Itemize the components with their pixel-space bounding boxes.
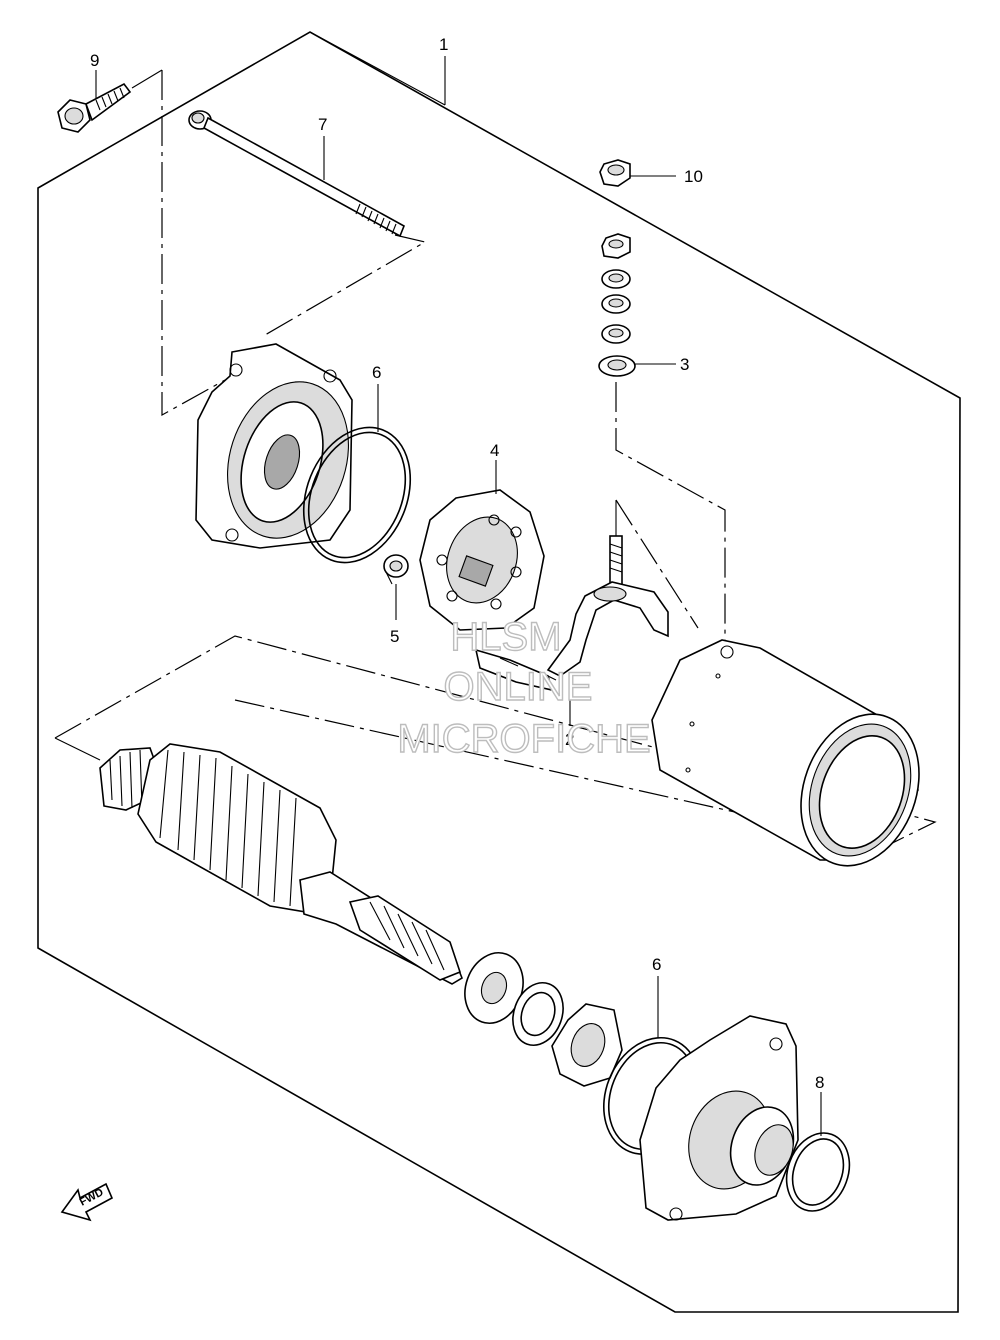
brush-plate-part-4[interactable]	[419, 489, 545, 631]
armature[interactable]	[99, 743, 463, 985]
washer-stack-part-3[interactable]	[598, 233, 636, 377]
callout-10: 10	[684, 167, 703, 186]
callout-8: 8	[815, 1073, 824, 1092]
motor-yoke[interactable]	[651, 639, 939, 882]
watermark-line-3: MICROFICHE	[397, 717, 650, 761]
callout-leaders	[95, 56, 822, 1136]
front-housing[interactable]	[639, 1015, 804, 1221]
callout-6-lower: 6	[652, 955, 661, 974]
nut-part-10[interactable]	[599, 159, 631, 187]
o-ring-part-6-upper[interactable]	[284, 411, 429, 578]
terminal-set-part-2[interactable]	[474, 535, 669, 692]
lock-plate[interactable]	[551, 1003, 623, 1087]
callout-7: 7	[318, 115, 327, 134]
callout-4: 4	[490, 441, 499, 460]
callout-5: 5	[390, 627, 399, 646]
through-bolt-part-7[interactable]	[188, 110, 406, 238]
callout-3: 3	[680, 355, 689, 374]
callout-6-upper: 6	[372, 363, 381, 382]
fwd-badge: FWD	[60, 1182, 114, 1222]
assembly-outline	[37, 31, 961, 1313]
watermark: HLSM ONLINE MICROFICHE	[397, 614, 652, 761]
callout-2: 2	[565, 730, 574, 749]
watermark-line-2: ONLINE	[444, 665, 593, 709]
callout-labels: 1 2 3 4 5 6 6 7 8 9 10	[90, 35, 824, 1092]
bushing-part-5[interactable]	[383, 554, 409, 585]
shim-washers[interactable]	[455, 945, 571, 1053]
bolt-part-9[interactable]	[57, 82, 132, 133]
fwd-arrow-icon	[60, 1182, 114, 1222]
watermark-line-1: HLSM	[450, 615, 561, 659]
o-ring-part-8[interactable]	[776, 1124, 860, 1220]
callout-1: 1	[439, 35, 448, 54]
callout-9: 9	[90, 51, 99, 70]
rear-housing[interactable]	[195, 343, 368, 554]
